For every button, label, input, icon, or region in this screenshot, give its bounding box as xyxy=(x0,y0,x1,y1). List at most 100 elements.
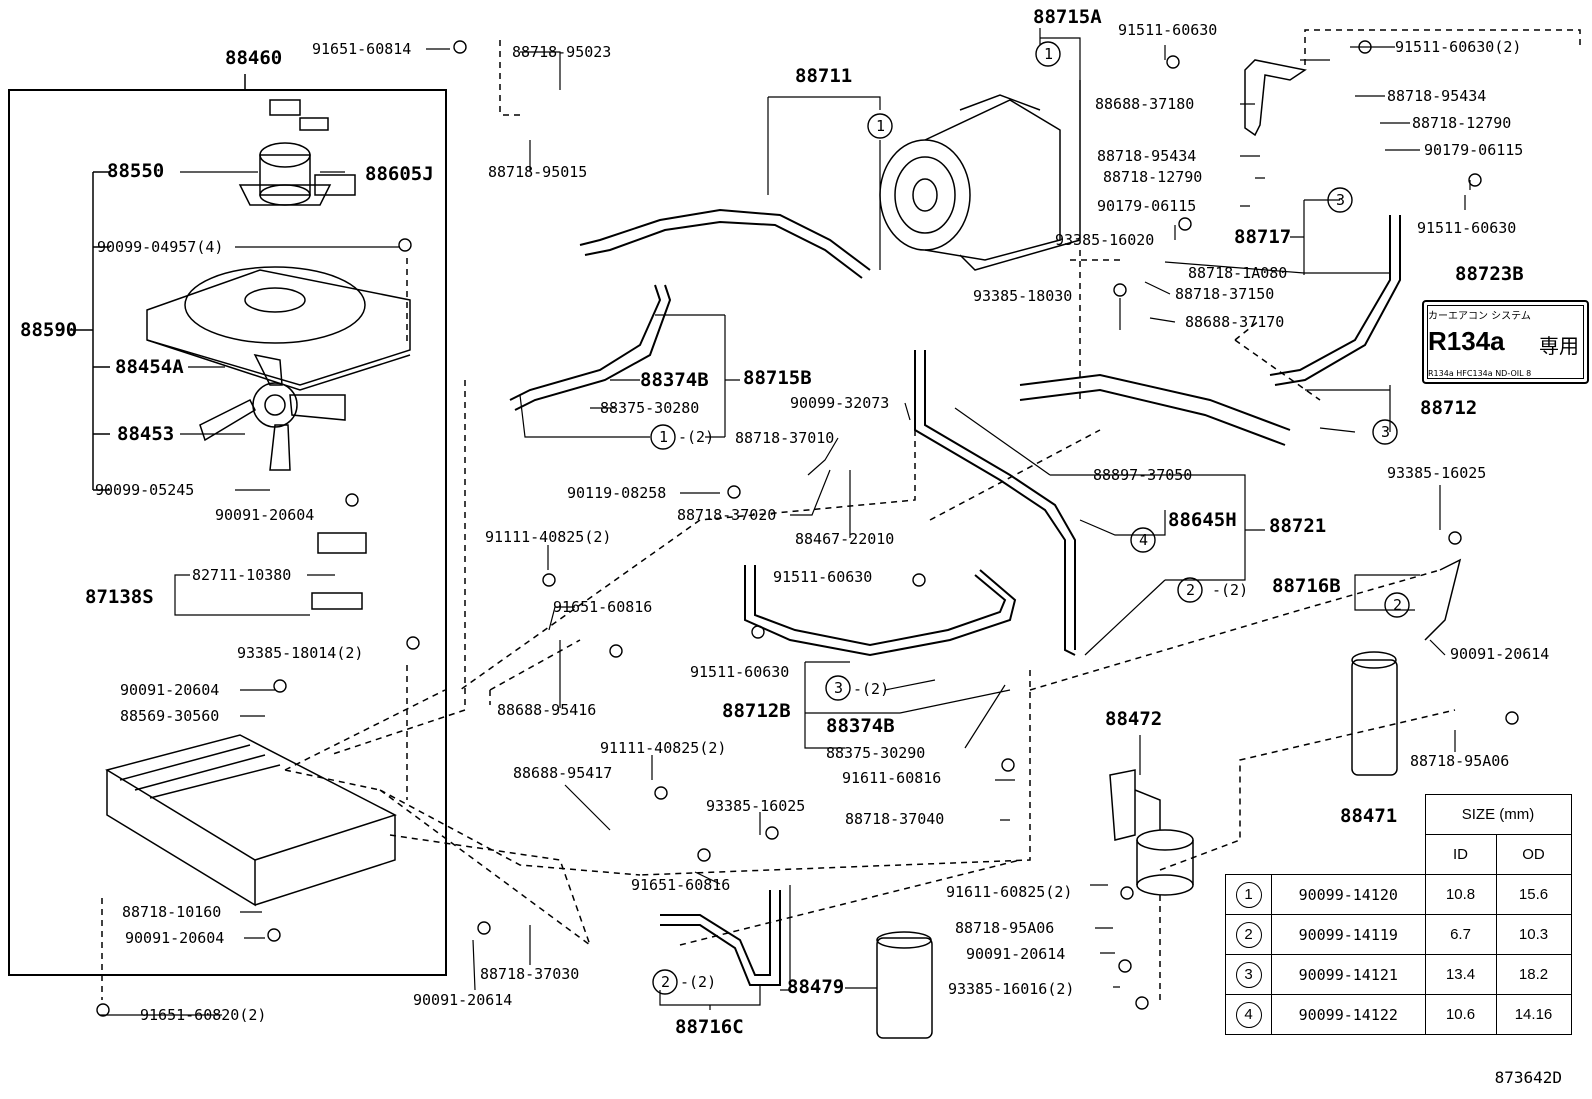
part-label: 93385-16025 xyxy=(706,797,806,815)
table-row: 2 90099-14119 6.7 10.3 xyxy=(1225,914,1572,955)
table-row: 1 90099-14120 10.8 15.6 xyxy=(1225,874,1572,915)
row-od: 14.16 xyxy=(1495,994,1572,1035)
part-label: 88718-37010 xyxy=(735,429,835,447)
row-od: 10.3 xyxy=(1495,914,1572,955)
part-label: 88375-30290 xyxy=(826,744,926,762)
part-label: 91611-60825(2) xyxy=(946,883,1073,901)
part-label: 88718-1A080 xyxy=(1188,264,1288,282)
table-row: 3 90099-14121 13.4 18.2 xyxy=(1225,954,1572,995)
row-part: 90099-14119 xyxy=(1271,914,1426,955)
part-label: 88453 xyxy=(117,423,175,445)
part-label: 91511-60630 xyxy=(1417,219,1517,237)
part-label: 90091-20604 xyxy=(125,929,225,947)
part-label: 91611-60816 xyxy=(842,769,942,787)
part-label: 88718-95434 xyxy=(1097,147,1197,165)
row-id: 13.4 xyxy=(1424,954,1497,995)
part-label: 88715B xyxy=(743,367,812,389)
bolt-icons xyxy=(96,40,1519,1017)
row-part: 90099-14120 xyxy=(1271,874,1426,915)
part-label: -(2) xyxy=(853,680,890,698)
row-id: 6.7 xyxy=(1424,914,1497,955)
row-id: 10.6 xyxy=(1424,994,1497,1035)
part-label: 88715A xyxy=(1033,6,1102,28)
part-label: 88645H xyxy=(1168,509,1237,531)
compressor-icon xyxy=(879,80,1081,271)
row-od: 18.2 xyxy=(1495,954,1572,995)
mark-2: 2 xyxy=(661,973,671,991)
part-label: 88688-37170 xyxy=(1185,313,1285,331)
part-label: 88716C xyxy=(675,1016,744,1038)
receiver-icon xyxy=(1351,558,1462,776)
part-label: 88718-37020 xyxy=(677,506,777,524)
part-label: 93385-16025 xyxy=(1387,464,1487,482)
mark-4: 4 xyxy=(1139,531,1149,549)
part-label: 93385-16020 xyxy=(1055,231,1155,249)
mark-3: 3 xyxy=(834,679,844,697)
part-label: 88718-37040 xyxy=(845,810,945,828)
part-label: 90091-20604 xyxy=(215,506,315,524)
part-label: 91511-60630 xyxy=(690,663,790,681)
refrigerant-label-tag: カーエアコン システム R134a 専用 R134a HFC134a ND-OI… xyxy=(1422,300,1589,384)
label-tag-title: カーエアコン システム xyxy=(1428,311,1531,322)
part-label: 88550 xyxy=(107,160,165,182)
table-row: 4 90099-14122 10.6 14.16 xyxy=(1225,994,1572,1035)
part-label: 93385-16016(2) xyxy=(948,980,1075,998)
part-label: 88718-10160 xyxy=(122,903,222,921)
part-label: 88605J xyxy=(365,163,434,185)
row-mark: 2 xyxy=(1235,921,1262,948)
part-label: 91111-40825(2) xyxy=(485,528,612,546)
hose-size-table: SIZE (mm) ID OD 1 90099-14120 10.8 15.6 … xyxy=(1225,794,1572,1035)
row-part: 90099-14122 xyxy=(1271,994,1426,1035)
size-header: SIZE (mm) xyxy=(1424,794,1572,835)
part-label: 90099-04957(4) xyxy=(97,238,224,256)
part-label: 90099-32073 xyxy=(790,394,890,412)
connector-icon xyxy=(311,592,363,610)
mark-3: 3 xyxy=(1336,191,1346,209)
row-mark: 4 xyxy=(1235,1001,1262,1028)
part-label: 88721 xyxy=(1269,515,1327,537)
part-label: 88723B xyxy=(1455,263,1524,285)
part-label: 91111-40825(2) xyxy=(600,739,727,757)
oil-bottle-icon xyxy=(876,931,933,1039)
part-label: 93385-18014(2) xyxy=(237,644,364,662)
mark-1: 1 xyxy=(876,117,886,135)
part-label: 88472 xyxy=(1105,708,1163,730)
part-label: 91511-60630 xyxy=(773,568,873,586)
col-id-header: ID xyxy=(1424,834,1497,875)
part-label: 91511-60630(2) xyxy=(1395,38,1522,56)
condenser-icon xyxy=(105,734,397,907)
col-od-header: OD xyxy=(1495,834,1572,875)
part-label: 90091-20614 xyxy=(966,945,1066,963)
part-label: 91651-60814 xyxy=(312,40,412,58)
part-label: 88688-95417 xyxy=(513,764,613,782)
part-label: 88718-95023 xyxy=(512,43,612,61)
part-label: 90179-06115 xyxy=(1424,141,1524,159)
part-label: 90099-05245 xyxy=(95,481,195,499)
part-label: 87138S xyxy=(85,586,154,608)
part-label: -(2) xyxy=(680,973,717,991)
part-label: 90091-20604 xyxy=(120,681,220,699)
mark-3: 3 xyxy=(1381,423,1391,441)
part-label: 88718-95015 xyxy=(488,163,588,181)
part-label: 88479 xyxy=(787,976,845,998)
fan-motor-icon xyxy=(238,99,356,206)
row-mark: 3 xyxy=(1235,961,1262,988)
part-label: 88712B xyxy=(722,700,791,722)
liquid-tube-icon xyxy=(660,350,1076,986)
mark-2: 2 xyxy=(1393,596,1403,614)
bracket-88472-icon xyxy=(1109,769,1194,896)
part-label: 82711-10380 xyxy=(192,566,292,584)
fan-blade-icon xyxy=(199,353,346,471)
part-label: 88718-37030 xyxy=(480,965,580,983)
mark-1: 1 xyxy=(659,428,669,446)
part-label: 88460 xyxy=(225,47,283,69)
part-label: -(2) xyxy=(1212,581,1249,599)
part-label: 88471 xyxy=(1340,805,1398,827)
part-label: 88688-95416 xyxy=(497,701,597,719)
label-tag-footer: R134a HFC134a ND-OIL 8 xyxy=(1428,369,1532,378)
row-part: 90099-14121 xyxy=(1271,954,1426,995)
fan-shroud-icon xyxy=(146,266,411,391)
relay-icon xyxy=(317,532,367,554)
bracket-88688-37180-icon xyxy=(1244,59,1307,137)
